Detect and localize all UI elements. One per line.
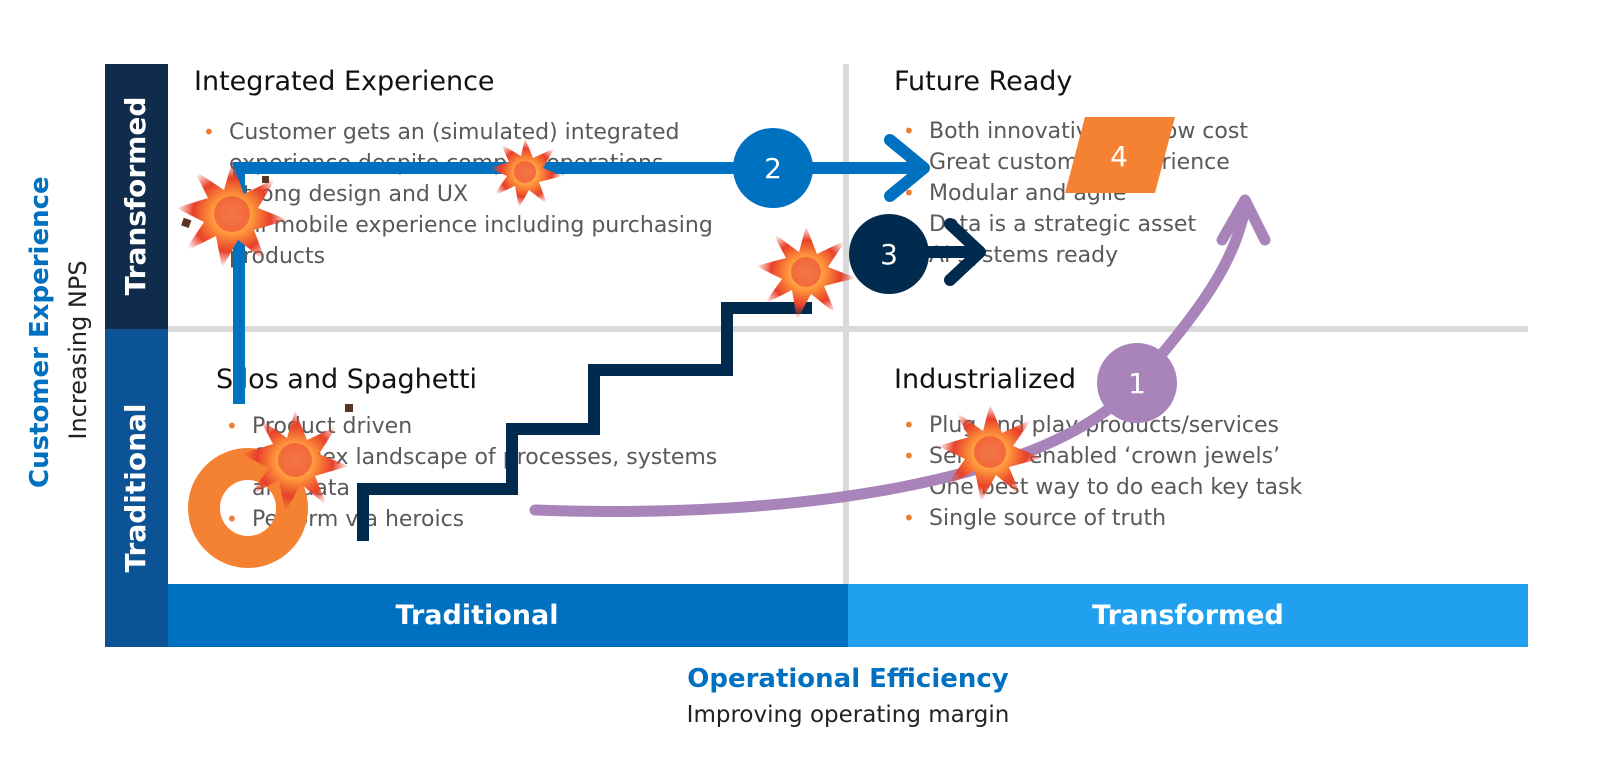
pathway-2-number: 2: [764, 152, 782, 185]
explosion-icon: [176, 162, 288, 268]
x-axis-title: Operational Efficiency: [687, 664, 1009, 694]
pathway-1-number: 1: [1128, 367, 1146, 400]
x-axis-subtitle: Improving operating margin: [686, 702, 1010, 728]
donut-icon: [188, 448, 308, 568]
bullet-item: Customer gets an (simulated) integrated: [203, 117, 713, 148]
x-level-traditional: Traditional: [395, 600, 559, 631]
quadrant-title-future-ready: Future Ready: [894, 66, 1073, 97]
pathway-1-curve: [529, 194, 1271, 517]
pathway-4-marker: [1065, 117, 1175, 193]
pathway-1-marker: [1097, 343, 1177, 423]
pathway-3-marker: [849, 214, 929, 294]
quadrant-title-silos-and-spaghetti: Silos and Spaghetti: [216, 364, 478, 395]
quadrant-title-industrialized: Industrialized: [894, 364, 1077, 395]
quadrant-title-integrated-experience: Integrated Experience: [194, 66, 495, 97]
horizontal-divider: [168, 326, 1528, 332]
explosion-icon: [241, 404, 353, 512]
pathway-4-number: 4: [1110, 140, 1128, 173]
pathway-2-marker: [733, 128, 813, 208]
y-band-traditional: [105, 329, 168, 647]
x-band-traditional: [168, 584, 848, 647]
y-band-transformed: [105, 64, 168, 329]
pathway-3-number: 3: [880, 238, 898, 271]
bullet-item: Single source of truth: [903, 503, 1302, 534]
explosion-icon: [938, 404, 1042, 502]
x-level-transformed: Transformed: [1092, 600, 1284, 631]
vertical-divider: [843, 64, 849, 584]
bullet-item: products: [229, 244, 326, 269]
explosion-icon: [489, 138, 563, 208]
bullet-item: Product driven: [226, 411, 717, 442]
x-band-transformed: [848, 584, 1528, 647]
explosion-icon: [756, 226, 856, 320]
